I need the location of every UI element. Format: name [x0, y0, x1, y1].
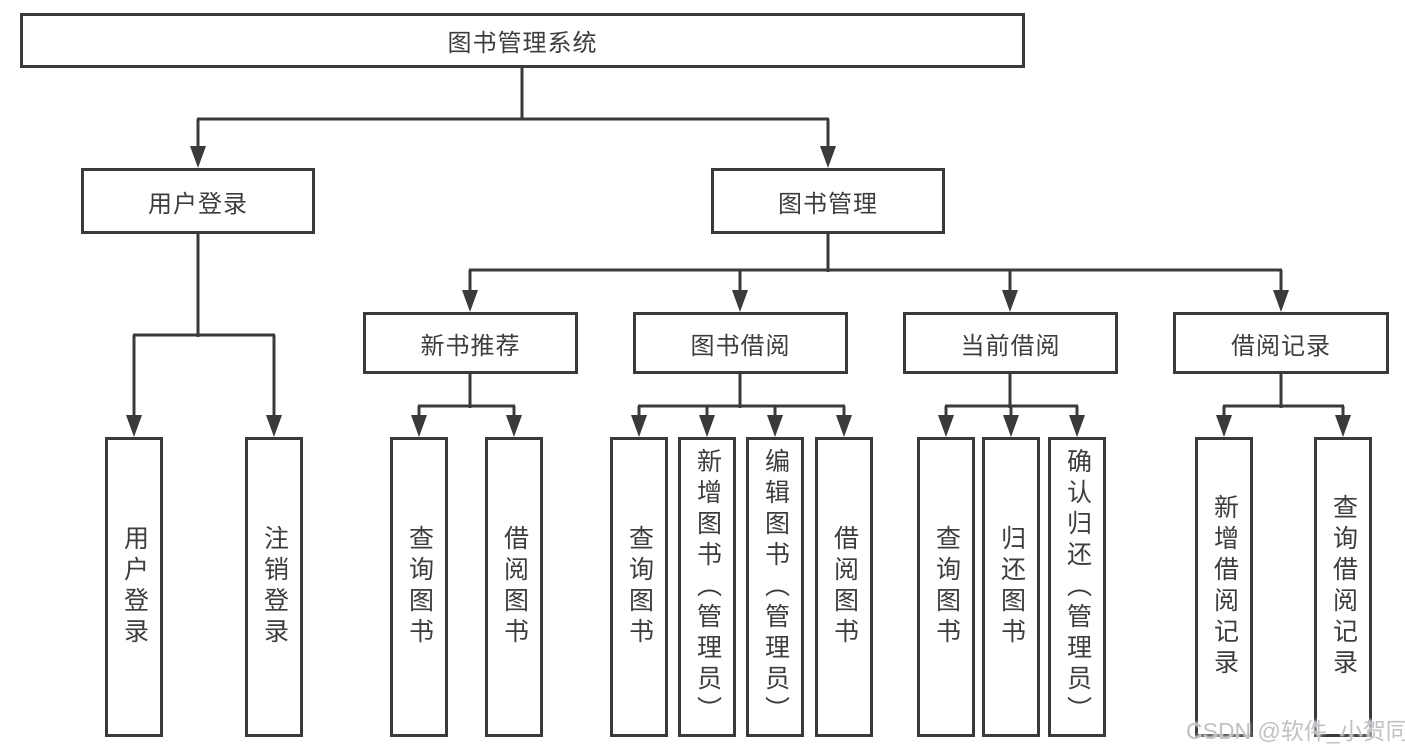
leaf-records-add-record-label: 新增借阅记录: [1210, 494, 1239, 680]
leaf-borrow-query-books: 查询图书: [610, 437, 668, 737]
node-book-borrowing: 图书借阅: [633, 312, 848, 374]
leaf-current-confirm-return-admin-label: 确认归还（管理员）: [1063, 447, 1092, 727]
arrowhead-icon: [411, 415, 427, 437]
node-new-book-recommend: 新书推荐: [363, 312, 578, 374]
leaf-newbooks-borrow-books-label: 借阅图书: [500, 525, 529, 649]
leaf-current-confirm-return-admin: 确认归还（管理员）: [1048, 437, 1106, 737]
leaf-borrow-add-books-admin-label: 新增图书（管理员）: [693, 447, 722, 727]
arrowhead-icon: [631, 415, 647, 437]
leaf-user-login-label: 用户登录: [120, 525, 149, 649]
node-root: 图书管理系统: [20, 13, 1025, 68]
leaf-borrow-query-books-label: 查询图书: [625, 525, 654, 649]
leaf-logout-label: 注销登录: [260, 525, 289, 649]
leaf-borrow-edit-books-admin-label: 编辑图书（管理员）: [761, 447, 790, 727]
leaf-current-query-books-label: 查询图书: [932, 525, 961, 649]
arrowhead-icon: [1069, 415, 1085, 437]
node-book-borrowing-label: 图书借阅: [690, 332, 791, 360]
leaf-current-return-books-label: 归还图书: [997, 525, 1026, 649]
arrowhead-icon: [266, 415, 282, 437]
leaf-records-query-record: 查询借阅记录: [1314, 437, 1372, 737]
arrowhead-icon: [1335, 415, 1351, 437]
node-book-management-label: 图书管理: [778, 190, 878, 218]
csdn-watermark: CSDN @软件_小贺同学: [1186, 718, 1405, 744]
leaf-records-add-record: 新增借阅记录: [1195, 437, 1253, 737]
node-user-login: 用户登录: [81, 168, 315, 234]
leaf-current-query-books: 查询图书: [917, 437, 975, 737]
leaf-logout: 注销登录: [245, 437, 303, 737]
node-book-management: 图书管理: [711, 168, 945, 234]
arrowhead-icon: [820, 146, 836, 168]
arrowhead-icon: [836, 415, 852, 437]
arrowhead-icon: [1273, 290, 1289, 312]
leaf-borrow-borrow-books: 借阅图书: [815, 437, 873, 737]
arrowhead-icon: [938, 415, 954, 437]
leaf-user-login: 用户登录: [105, 437, 163, 737]
node-new-book-recommend-label: 新书推荐: [420, 332, 521, 360]
arrowhead-icon: [126, 415, 142, 437]
node-current-borrowing: 当前借阅: [903, 312, 1118, 374]
leaf-current-return-books: 归还图书: [982, 437, 1040, 737]
leaf-borrow-add-books-admin: 新增图书（管理员）: [678, 437, 736, 737]
node-borrow-records-label: 借阅记录: [1231, 332, 1331, 360]
node-root-label: 图书管理系统: [447, 30, 598, 57]
leaf-newbooks-query-books: 查询图书: [390, 437, 448, 737]
arrowhead-icon: [1216, 415, 1232, 437]
leaf-borrow-edit-books-admin: 编辑图书（管理员）: [746, 437, 804, 737]
arrowhead-icon: [1003, 415, 1019, 437]
node-current-borrowing-label: 当前借阅: [960, 332, 1061, 360]
arrowhead-icon: [1002, 290, 1018, 312]
arrowhead-icon: [699, 415, 715, 437]
node-borrow-records: 借阅记录: [1173, 312, 1389, 374]
node-user-login-label: 用户登录: [148, 190, 248, 218]
arrowhead-icon: [767, 415, 783, 437]
arrowhead-icon: [732, 290, 748, 312]
arrowhead-icon: [506, 415, 522, 437]
leaf-newbooks-borrow-books: 借阅图书: [485, 437, 543, 737]
arrowhead-icon: [190, 146, 206, 168]
leaf-borrow-borrow-books-label: 借阅图书: [830, 525, 859, 649]
arrowhead-icon: [462, 290, 478, 312]
leaf-newbooks-query-books-label: 查询图书: [405, 525, 434, 649]
leaf-records-query-record-label: 查询借阅记录: [1329, 494, 1358, 680]
